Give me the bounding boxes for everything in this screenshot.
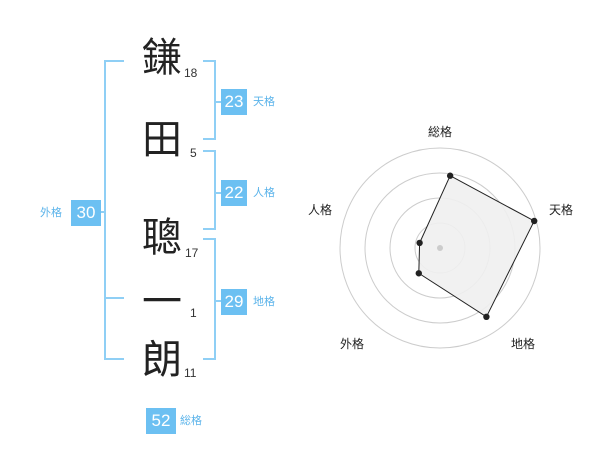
name-char-3: 聰 — [142, 215, 182, 261]
stroke-count-4: 1 — [190, 306, 197, 320]
radar-point-1 — [446, 172, 454, 179]
chikaku-bracket — [203, 238, 216, 360]
soukaku-label: 総格 — [180, 414, 202, 427]
radar-point-3 — [483, 313, 490, 321]
name-char-4: 一 — [142, 279, 182, 325]
radar-grid-ring — [339, 147, 541, 349]
gaikaku-bracket-divider — [104, 297, 124, 299]
radar-axis-label-gaikaku: 外格 — [340, 337, 365, 351]
radar-series-area — [418, 175, 535, 318]
radar-center-dot — [437, 245, 443, 251]
radar-axis-label-tenkaku: 天格 — [549, 203, 574, 217]
tenkaku-value: 23 — [221, 89, 247, 115]
radar-point-5 — [416, 239, 423, 247]
name-char-5: 朗 — [142, 337, 182, 383]
jinkaku-bracket-stem — [215, 192, 221, 194]
chikaku-bracket-stem — [215, 300, 221, 302]
radar-axis-label-chikaku: 地格 — [511, 337, 536, 351]
stroke-count-5: 11 — [184, 366, 197, 380]
name-char-1: 鎌 — [142, 35, 182, 81]
radar-axis-label-jinkaku: 人格 — [308, 203, 333, 217]
radar-point-2 — [531, 217, 538, 225]
soukaku-value: 52 — [146, 408, 176, 434]
chikaku-value: 29 — [221, 289, 247, 315]
tenkaku-label: 天格 — [253, 95, 275, 108]
radar-axis-label-soukaku: 総格 — [428, 125, 453, 139]
stroke-count-3: 17 — [185, 246, 199, 260]
tenkaku-bracket — [203, 60, 216, 140]
chikaku-label: 地格 — [253, 295, 275, 308]
gaikaku-bracket — [104, 60, 124, 360]
stroke-count-1: 18 — [184, 66, 198, 80]
name-char-2: 田 — [142, 117, 182, 163]
jinkaku-value: 22 — [221, 180, 247, 206]
gaikaku-value: 30 — [71, 200, 101, 226]
stroke-count-2: 5 — [190, 146, 197, 160]
radar-point-4 — [415, 270, 422, 277]
jinkaku-bracket — [203, 150, 216, 230]
gaikaku-label: 外格 — [40, 206, 62, 219]
tenkaku-bracket-stem — [215, 101, 221, 103]
jinkaku-label: 人格 — [253, 186, 275, 199]
